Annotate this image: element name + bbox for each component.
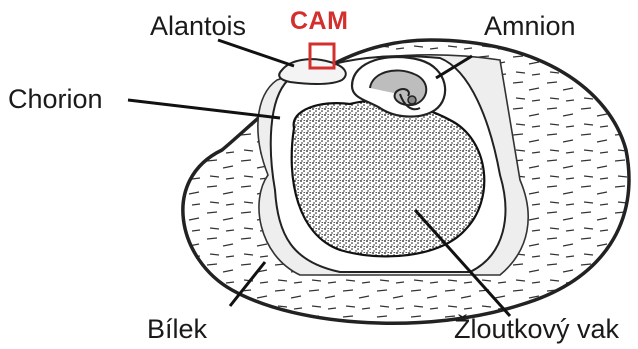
label-chorion: Chorion (8, 86, 103, 113)
label-alantois: Alantois (150, 13, 246, 40)
label-zloutkovy-vak: Žloutkový vak (454, 316, 619, 343)
embryo-eye (408, 96, 416, 104)
label-amnion: Amnion (484, 13, 576, 40)
yolk-sac (292, 101, 485, 257)
label-bilek: Bílek (147, 316, 207, 343)
pointer-alantois (218, 40, 294, 66)
pointer-chorion (128, 100, 280, 118)
label-cam: CAM (290, 9, 348, 34)
